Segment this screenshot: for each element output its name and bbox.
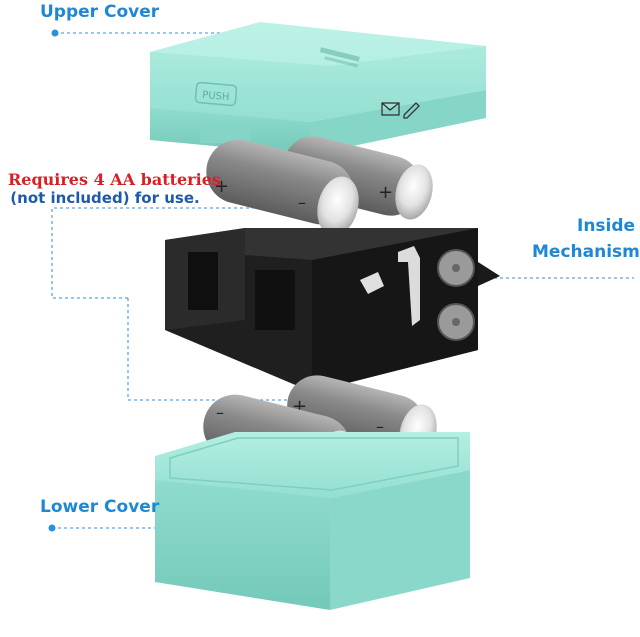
pencil-icon	[403, 102, 420, 119]
lower-cover-label: Lower Cover	[40, 497, 160, 517]
push-label: PUSH	[202, 90, 230, 103]
minus-sign: –	[216, 403, 224, 422]
inside-mechanism-label-line2: Mechanism	[532, 242, 640, 262]
envelope-icon	[381, 102, 400, 116]
minus-sign: –	[376, 417, 384, 436]
minus-sign: –	[298, 193, 306, 212]
upper-cover: PUSH	[150, 22, 486, 155]
batteries-note-line2: (not included) for use.	[10, 189, 200, 207]
plus-sign: +	[378, 182, 393, 203]
lower-cover	[155, 432, 470, 610]
inside-mechanism	[165, 228, 500, 392]
battery-top-front: + –	[206, 139, 359, 236]
batteries-note-line1: Requires 4 AA batteries	[8, 170, 221, 189]
plus-sign: +	[214, 176, 229, 197]
inside-mechanism-label-line1: Inside	[577, 216, 636, 236]
upper-cover-label: Upper Cover	[40, 2, 160, 22]
